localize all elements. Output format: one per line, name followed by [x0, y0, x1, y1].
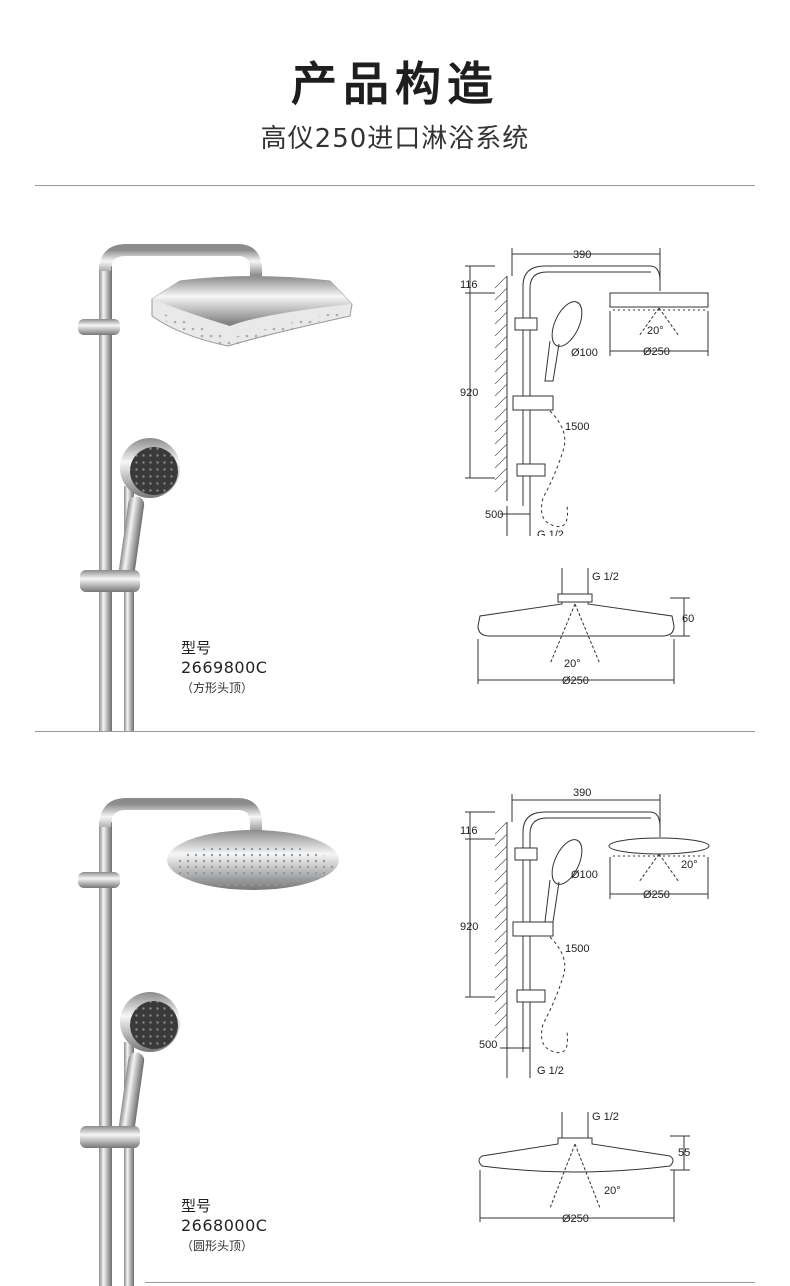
model-info: 型号 2669800C （方形头顶） — [181, 638, 267, 698]
profile-diameter: Ø250 — [562, 675, 589, 684]
model-info: 型号 2668000C （圆形头顶） — [181, 1196, 267, 1256]
model-code: 2669800C — [181, 658, 268, 677]
profile-thread: G 1/2 — [592, 1111, 619, 1123]
dim-hand-diameter: Ø100 — [571, 347, 598, 359]
model-label: 型号 — [181, 1197, 212, 1215]
dim-hand-diameter: Ø100 — [571, 869, 598, 881]
profile-diameter: Ø250 — [562, 1213, 589, 1225]
dim-angle: 20° — [647, 325, 664, 337]
profile-angle: 20° — [604, 1185, 621, 1197]
dim-angle: 20° — [681, 859, 698, 871]
dim-bottom: 500 — [479, 1039, 497, 1051]
profile-thickness: 55 — [678, 1147, 690, 1159]
product-section-square: 型号 2669800C （方形头顶） 390 20° — [0, 186, 790, 731]
technical-drawing-head-profile: G 1/2 20° 60 Ø250 — [477, 568, 694, 684]
divider-bottom — [145, 1282, 755, 1283]
dim-bottom: 500 — [485, 509, 503, 521]
dim-height: 920 — [460, 387, 478, 399]
dim-top: 116 — [460, 279, 478, 291]
dim-thread: G 1/2 — [537, 1065, 564, 1077]
dim-thread: G 1/2 — [537, 529, 564, 536]
model-note: （方形头顶） — [181, 681, 254, 695]
dim-top: 116 — [460, 825, 478, 837]
dim-width: 390 — [573, 787, 591, 799]
model-note: （圆形头顶） — [181, 1239, 254, 1253]
divider-middle — [35, 731, 755, 732]
profile-thread: G 1/2 — [592, 571, 619, 583]
profile-thickness: 60 — [682, 613, 694, 625]
product-section-round: 型号 2668000C （圆形头顶） 390 20° Ø250 — [0, 732, 790, 1286]
divider-top — [35, 185, 755, 186]
dim-width: 390 — [573, 249, 591, 261]
dim-hose: 1500 — [565, 421, 589, 433]
page-subtitle: 高仪250进口淋浴系统 — [260, 124, 530, 154]
dim-head-diameter: Ø250 — [643, 346, 670, 358]
technical-drawing-elevation: 390 20° Ø250 Ø100 1500 116 920 500 — [460, 248, 709, 536]
technical-drawing-head-profile: G 1/2 20° 55 Ø250 — [478, 1111, 690, 1225]
technical-drawing-elevation: 390 20° Ø250 Ø100 1500 116 920 500 G 1/2 — [460, 787, 710, 1078]
model-label: 型号 — [181, 639, 212, 657]
square-shower-illustration — [78, 244, 353, 731]
dim-height: 920 — [460, 921, 478, 933]
dim-hose: 1500 — [565, 943, 589, 955]
round-shower-illustration — [78, 798, 339, 1286]
profile-angle: 20° — [564, 658, 581, 670]
page-title: 产品构造 — [291, 57, 499, 111]
dim-head-diameter: Ø250 — [643, 889, 670, 901]
model-code: 2668000C — [181, 1216, 268, 1235]
